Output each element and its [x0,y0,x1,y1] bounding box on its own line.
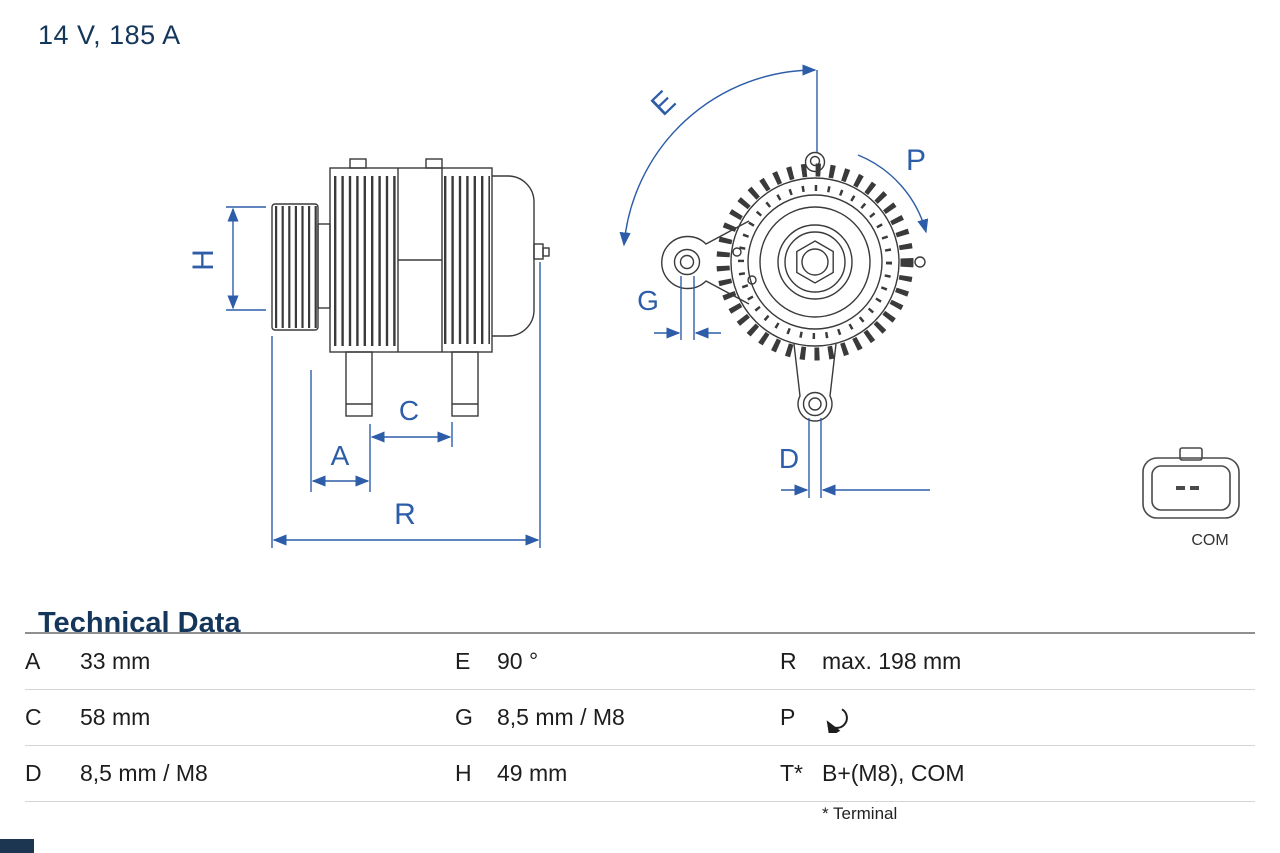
spec-value-e: 90 ° [497,648,539,674]
terminal-stub [533,243,544,260]
spec-key-t: T* [780,745,822,802]
spec-key-e: E [455,648,471,674]
spec-key-g: G [455,689,497,746]
rotation-direction-icon [826,707,848,733]
side-view-drawing [271,158,550,417]
spec-value-d: 8,5 mm / M8 [80,745,455,802]
top-bolt-left [349,158,367,169]
dim-label-h: H [187,249,220,271]
fan-ticks-ring [738,185,892,339]
side-view-dimensions [226,206,541,548]
alternator-body [329,167,493,353]
spec-value-a: 33 mm [80,648,151,674]
dim-label-c: C [399,395,419,426]
right-lug [914,256,926,268]
table-row: A 33 mm E 90 ° R max. 198 mm [25,633,1255,690]
spec-key-c: C [25,689,80,746]
spec-value-c: 58 mm [80,689,455,746]
spec-value-t: B+(M8), COM [822,745,1255,802]
dim-label-e: E [645,85,682,123]
top-bolt-right [425,158,443,169]
dim-label-d: D [779,443,799,474]
spec-value-g: 8,5 mm / M8 [497,689,780,746]
spec-value-p [822,689,1255,746]
spec-key-a: A [25,648,41,674]
left-lug-hole [673,248,701,276]
dim-label-g: G [637,285,659,316]
alternator-technical-drawing: H A C R [187,64,1240,549]
bottom-mounting-arm [793,343,837,422]
spec-key-h: H [455,745,497,802]
terminal-footnote: * Terminal [822,804,898,823]
bottom-lug-hole [802,391,828,417]
spec-value-r: max. 198 mm [822,648,962,674]
connector-outline [1142,457,1240,519]
connector-inner [1151,465,1231,511]
stator-teeth-ring [716,163,914,361]
mounting-foot-right [451,351,479,417]
connector-tab [1179,447,1203,461]
dim-label-p: P [906,144,926,177]
dim-label-a: A [331,440,350,471]
table-row: C 58 mm G 8,5 mm / M8 P [25,689,1255,746]
product-rating: 14 V, 185 A [38,20,181,50]
bottom-left-bar [0,839,34,853]
front-view-drawing [661,151,926,422]
spec-value-h: 49 mm [497,745,780,802]
front-view-dimensions [619,64,930,498]
connector-label: COM [1191,532,1228,549]
pulley-shaft [317,223,331,309]
rear-cover [492,175,535,337]
com-connector-diagram [1142,447,1240,519]
spec-key-d: D [25,745,80,802]
mounting-foot-left [345,351,373,417]
table-row: D 8,5 mm / M8 H 49 mm T* B+(M8), COM [25,745,1255,802]
technical-data-table: A 33 mm E 90 ° R max. 198 mm C 58 mm G 8… [25,632,1255,802]
top-lug [804,151,826,173]
spec-key-r: R [780,648,797,674]
dim-label-r: R [394,498,416,531]
shaft-nut-hex [796,240,834,284]
spec-key-p: P [780,689,822,746]
